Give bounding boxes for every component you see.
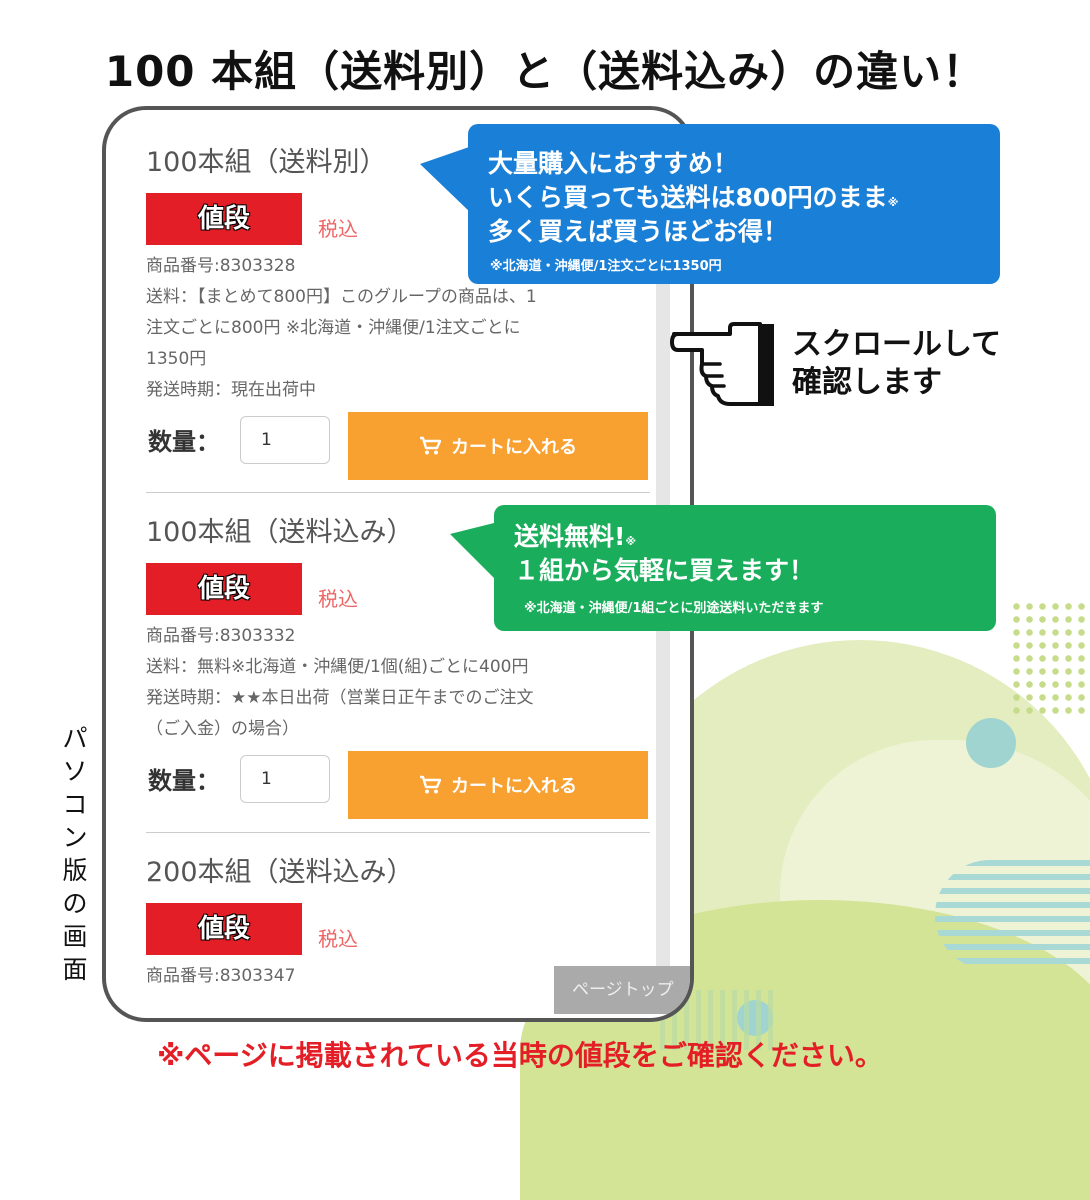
price-badge: 値段	[146, 193, 302, 245]
callout-text: 送料無料!※	[514, 522, 637, 551]
divider	[146, 492, 650, 493]
product-info: 商品番号:8303347	[146, 961, 656, 992]
callout-tail	[450, 522, 498, 582]
quantity-input[interactable]	[240, 416, 330, 464]
ship-time-text: 発送時期：★★本日出荷（営業日正午までのご注文	[146, 688, 534, 708]
add-to-cart-button[interactable]: カートに入れる	[348, 751, 648, 819]
ship-time-text: （ご入金）の場合）	[146, 719, 299, 739]
stripe-pattern	[935, 860, 1090, 970]
callout-note: ※北海道・沖縄便/1組ごとに別途送料いただきます	[524, 601, 824, 616]
shipping-text: 送料：無料※北海道・沖縄便/1個(組)ごとに400円	[146, 657, 529, 677]
callout-bulk-purchase: 大量購入におすすめ！ いくら買っても送料は800円のまま※ 多く買えば買うほどお…	[468, 124, 1000, 284]
product-title: 100本組（送料別）	[146, 147, 387, 178]
add-to-cart-button[interactable]: カートに入れる	[348, 412, 648, 480]
callout-free-shipping: 送料無料!※ １組から気軽に買えます！ ※北海道・沖縄便/1組ごとに別途送料いた…	[494, 505, 996, 631]
cart-button-label: カートに入れる	[451, 437, 577, 458]
product-item: 100本組（送料別） 値段 税込 商品番号:8303328 送料：【まとめて80…	[146, 140, 656, 482]
shipping-text: 注文ごとに800円 ※北海道・沖縄便/1注文ごとに	[146, 318, 521, 338]
divider	[146, 832, 650, 833]
callout-text: 多く買えば買うほどお得！	[488, 217, 789, 246]
product-item: 100本組（送料込み） 値段 税込 商品番号:8303332 送料：無料※北海道…	[146, 510, 656, 821]
pointing-hand-icon	[670, 322, 774, 406]
callout-note: ※北海道・沖縄便/1注文ごとに1350円	[490, 259, 722, 274]
quantity-row: 数量： カートに入れる	[146, 412, 656, 482]
product-item: 200本組（送料込み） 値段 税込 商品番号:8303347	[146, 850, 656, 992]
footer-note: ※ページに掲載されている当時の値段をご確認ください。	[157, 1039, 883, 1072]
scroll-hint: スクロールして 確認します	[792, 327, 1002, 400]
cart-icon	[420, 775, 441, 794]
decorative-circle	[966, 718, 1016, 768]
shipping-text: 送料：【まとめて800円】このグループの商品は、1	[146, 287, 537, 307]
product-info: 商品番号:8303332 送料：無料※北海道・沖縄便/1個(組)ごとに400円 …	[146, 621, 656, 745]
page-top-button[interactable]: ページトップ	[554, 966, 690, 1014]
product-code: 商品番号:8303347	[146, 966, 296, 986]
tax-label: 税込	[318, 217, 358, 241]
product-info: 商品番号:8303328 送料：【まとめて800円】このグループの商品は、1 注…	[146, 251, 656, 406]
callout-tail	[420, 146, 472, 214]
footnote-mark: ※	[625, 535, 637, 548]
callout-text: １組から気軽に買えます！	[514, 556, 815, 585]
product-title: 200本組（送料込み）	[146, 857, 414, 888]
side-label: パ ソ コ ン 版 の 画 面	[62, 724, 88, 984]
page-heading: 100 本組（送料別）と（送料込み）の違い！	[104, 47, 986, 96]
product-title: 100本組（送料込み）	[146, 517, 414, 548]
price-row: 値段 税込	[146, 563, 656, 615]
shipping-text: 1350円	[146, 349, 207, 369]
product-code: 商品番号:8303328	[146, 256, 296, 276]
tax-label: 税込	[318, 927, 358, 951]
footnote-mark: ※	[887, 196, 899, 209]
cart-button-label: カートに入れる	[451, 776, 577, 797]
callout-text: いくら買っても送料は800円のまま※	[488, 183, 899, 212]
cart-icon	[420, 436, 441, 455]
tax-label: 税込	[318, 587, 358, 611]
dot-pattern	[1010, 600, 1090, 720]
price-badge: 値段	[146, 563, 302, 615]
price-badge: 値段	[146, 903, 302, 955]
price-row: 値段 税込	[146, 193, 656, 245]
ship-time-text: 発送時期：現在出荷中	[146, 380, 316, 400]
price-row: 値段 税込	[146, 903, 656, 955]
product-code: 商品番号:8303332	[146, 626, 296, 646]
quantity-row: 数量： カートに入れる	[146, 751, 656, 821]
quantity-input[interactable]	[240, 755, 330, 803]
quantity-label: 数量：	[148, 767, 220, 795]
quantity-label: 数量：	[148, 428, 220, 456]
callout-text: 大量購入におすすめ！	[488, 149, 739, 178]
